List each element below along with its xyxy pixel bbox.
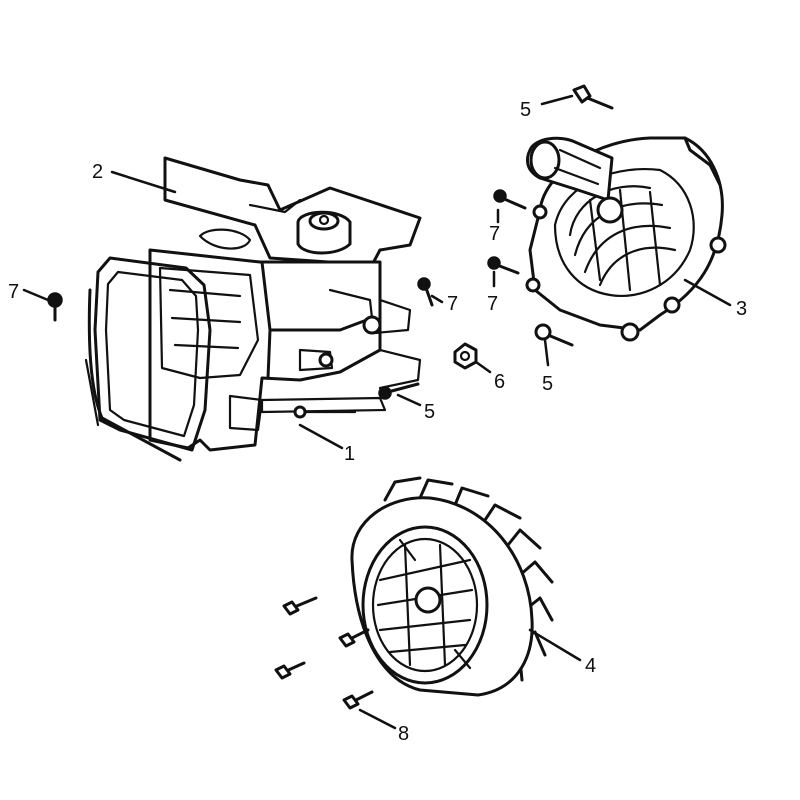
- callout-8: 8: [398, 723, 409, 745]
- bolt-5-top: [572, 84, 614, 110]
- screw-8-b: [338, 628, 370, 648]
- callout-7-mid: 7: [447, 293, 458, 315]
- callout-6: 6: [494, 371, 505, 393]
- bolt-7-mid: [417, 277, 434, 307]
- part-4-cooling-fan: [350, 476, 554, 697]
- bolt-7-lower: [487, 256, 520, 275]
- callout-7-upper: 7: [489, 223, 500, 245]
- callout-5-right: 5: [542, 373, 553, 395]
- callout-5-mid: 5: [424, 401, 435, 423]
- screw-8-c: [274, 661, 306, 680]
- screw-8-a: [282, 596, 318, 616]
- callout-3: 3: [736, 298, 747, 320]
- callout-1: 1: [344, 443, 355, 465]
- callout-7-left: 7: [8, 281, 19, 303]
- bolt-5-mid: [378, 382, 420, 400]
- part-3-fan-housing: [525, 136, 727, 342]
- callout-5-top: 5: [520, 99, 531, 121]
- callout-4: 4: [585, 655, 596, 677]
- nut-6: [453, 342, 478, 370]
- callout-2: 2: [92, 161, 103, 183]
- screw-8-d: [342, 690, 374, 710]
- callout-7-lower: 7: [487, 293, 498, 315]
- bolt-7-left: [47, 292, 63, 322]
- bolt-7-upper: [493, 189, 527, 210]
- bolt-5-right: [534, 323, 574, 347]
- part-2-shroud: [163, 156, 422, 267]
- callout-numbers: 2 5 7 7 7 7 3 6 5 5 1 4 8: [8, 99, 747, 745]
- part-1-crankcase: [84, 248, 422, 462]
- leader-lines: [22, 94, 732, 730]
